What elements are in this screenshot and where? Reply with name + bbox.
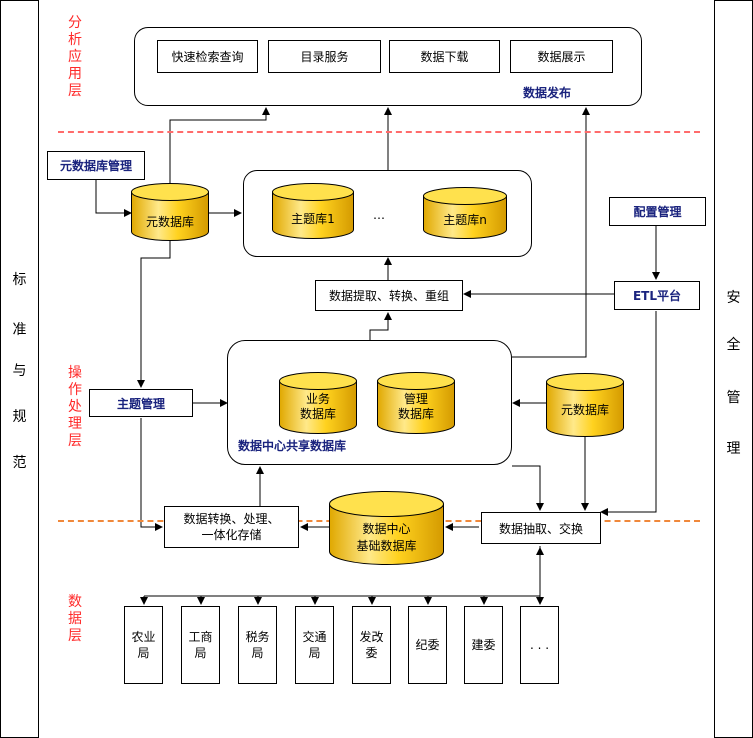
etl-platform-box: ETL平台 (614, 281, 700, 310)
cylinder-shape (423, 187, 507, 239)
source-construction: 建委 (464, 606, 503, 684)
management-db-label: 管理 数据库 (397, 392, 434, 421)
sidebar-char: 理 (726, 441, 741, 457)
metadata-db-right-cylinder: 元数据库 (546, 373, 624, 437)
cylinder-shape (272, 183, 354, 239)
sidebar-char: 范 (12, 455, 27, 471)
sidebar-char: 全 (726, 337, 741, 353)
sidebar-char: 规 (12, 409, 27, 425)
source-more: . . . (520, 606, 559, 684)
data-publish-label: 数据发布 (523, 86, 572, 100)
shared-data-center-group (227, 340, 512, 465)
operation-layer-label: 操作处理层 (68, 365, 82, 449)
sidebar-char: 管 (726, 390, 741, 406)
metadata-management-box: 元数据库管理 (47, 151, 145, 180)
security-sidebar: 安 全 管 理 (714, 0, 753, 738)
theme-management-box: 主题管理 (89, 389, 193, 417)
cylinder-shape (329, 491, 444, 565)
business-db-cylinder: 业务 数据库 (279, 372, 357, 434)
source-discipline: 纪委 (408, 606, 447, 684)
cylinder-shape (546, 373, 624, 437)
theme-db-n-cylinder: 主题库n (423, 187, 507, 239)
extract-transform-box: 数据提取、转换、重组 (315, 280, 463, 311)
extract-exchange-box: 数据抽取、交换 (481, 512, 601, 544)
cylinder-shape (377, 372, 455, 434)
source-commerce: 工商 局 (181, 606, 220, 684)
sidebar-char: 安 (726, 290, 741, 306)
business-db-label: 业务 数据库 (299, 392, 336, 421)
theme-db-1-cylinder: 主题库1 (272, 183, 354, 239)
source-development: 发改 委 (352, 606, 391, 684)
metadata-db-label: 元数据库 (145, 215, 194, 229)
management-db-cylinder: 管理 数据库 (377, 372, 455, 434)
theme-db-n-label: 主题库n (443, 213, 487, 227)
base-db-label: 数据中心 基础数据库 (356, 522, 417, 553)
theme-db-1-label: 主题库1 (291, 212, 335, 226)
source-transport: 交通 局 (295, 606, 334, 684)
theme-db-ellipsis: … (373, 208, 385, 222)
base-db-cylinder: 数据中心 基础数据库 (329, 491, 444, 565)
cylinder-shape (131, 183, 209, 241)
cylinder-shape (279, 372, 357, 434)
sidebar-char: 标 (12, 272, 27, 288)
sidebar-char: 与 (12, 363, 27, 379)
analysis-layer-label: 分析应用层 (68, 15, 82, 99)
data-layer-label: 数据层 (68, 594, 82, 644)
metadata-db-cylinder: 元数据库 (131, 183, 209, 241)
metadata-db-right-label: 元数据库 (560, 403, 609, 417)
quick-search-button[interactable]: 快速检索查询 (157, 40, 258, 73)
shared-data-center-label: 数据中心共享数据库 (238, 439, 347, 453)
data-display-button[interactable]: 数据展示 (510, 40, 613, 73)
sidebar-char: 准 (12, 322, 27, 338)
source-tax: 税务 局 (238, 606, 277, 684)
config-management-box: 配置管理 (609, 197, 706, 226)
standards-sidebar: 标 准 与 规 范 (0, 0, 39, 738)
source-agriculture: 农业 局 (124, 606, 163, 684)
transform-storage-box: 数据转换、处理、 一体化存储 (164, 506, 299, 548)
layer-divider-top (58, 131, 700, 133)
data-download-button[interactable]: 数据下载 (389, 40, 500, 73)
catalog-service-button[interactable]: 目录服务 (268, 40, 381, 73)
